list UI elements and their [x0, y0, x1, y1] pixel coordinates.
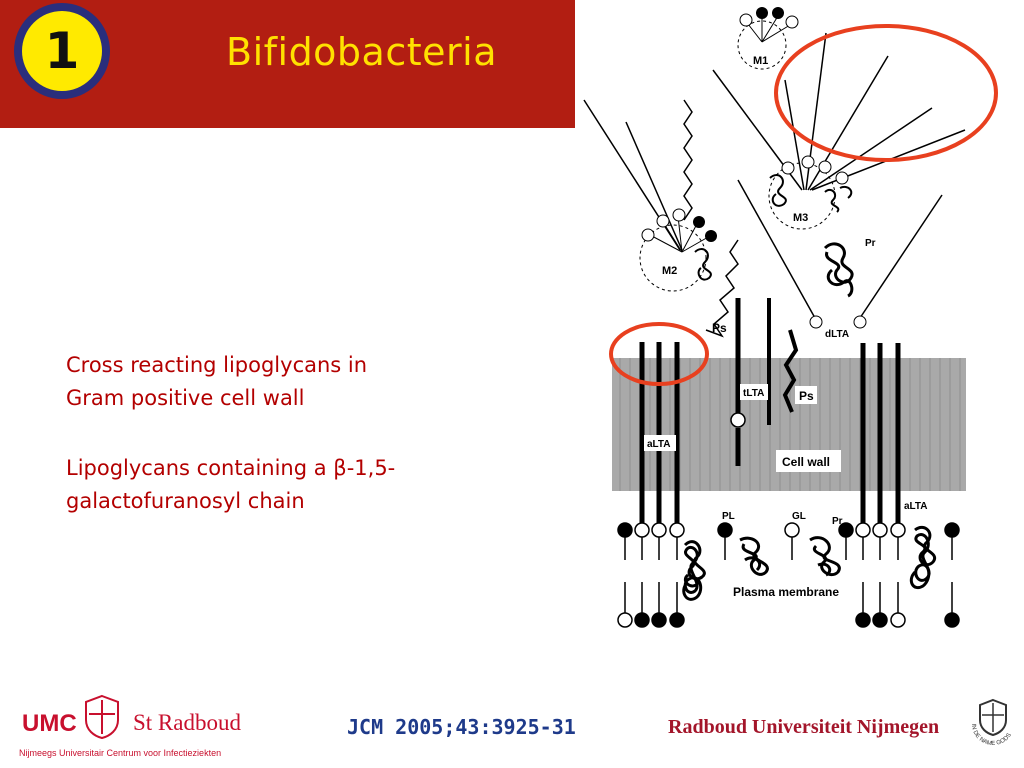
dlta-group: [737, 179, 943, 329]
label-ps-wall-box: [795, 386, 817, 404]
cell-wall-diagram: M1 M2 M3 Pr dLTA Ps tLTA Ps aLTA Cell wa…: [583, 7, 998, 628]
body-paragraph-2: Lipoglycans containing a β-1,5- galactof…: [66, 452, 506, 518]
tlta-chain: [730, 298, 771, 466]
body-line-1: Cross reacting lipoglycans in: [66, 353, 368, 377]
membrane-proteins: [682, 242, 937, 601]
m3-group: [712, 32, 966, 230]
university-seal-icon: IN DE NAME GODS: [970, 698, 1013, 747]
ps-upper-chain: [683, 99, 693, 221]
m2-group: [583, 99, 717, 292]
body-line-3-pre: Lipoglycans containing a: [66, 456, 334, 480]
umc-subtitle: Nijmeegs Universitair Centrum voor Infec…: [19, 748, 222, 758]
st-radboud-crest-icon: [85, 694, 119, 740]
label-tlta: tLTA: [743, 388, 764, 399]
label-alta-right: aLTA: [904, 501, 928, 512]
label-alta-left: aLTA: [647, 439, 671, 450]
alta-left-chains: [639, 342, 680, 525]
beta-symbol: β: [333, 456, 347, 480]
label-m3: M3: [793, 212, 808, 224]
umc-logo-text: UMC: [22, 710, 77, 737]
m1-group: [737, 7, 799, 70]
label-dlta: dLTA: [825, 329, 849, 340]
ps-wall-chain: [782, 329, 799, 413]
body-paragraph-1: Cross reacting lipoglycans in Gram posit…: [66, 349, 506, 415]
label-m1: M1: [753, 55, 768, 67]
label-alta-left-box: [644, 435, 676, 451]
label-ps-upper: Ps: [712, 321, 727, 335]
ps-lower-chain: [705, 239, 739, 338]
journal-reference: JCM 2005;43:3925-31: [347, 715, 576, 739]
slide-title: Bifidobacteria: [226, 30, 497, 74]
university-name: Radboud Universiteit Nijmegen: [668, 716, 940, 738]
body-line-2: Gram positive cell wall: [66, 386, 305, 410]
body-line-3: Lipoglycans containing a β-1,5-: [66, 452, 506, 485]
body-line-4: galactofuranosyl chain: [66, 489, 305, 513]
slide-number-badge: 1: [14, 3, 110, 99]
label-cell-wall-box: [776, 450, 841, 472]
label-tlta-box: [740, 384, 768, 400]
label-gl: GL: [792, 511, 806, 522]
label-pl: PL: [722, 511, 735, 522]
st-radboud-logo-text: St Radboud: [133, 710, 241, 735]
alta-right-chains: [860, 343, 901, 525]
title-banner: 1 Bifidobacteria: [0, 0, 575, 128]
highlight-ring-wall: [609, 322, 709, 386]
slide-number: 1: [22, 11, 102, 91]
membrane-lipids: [617, 522, 960, 628]
label-m2: M2: [662, 265, 677, 277]
label-cell-wall: Cell wall: [782, 455, 830, 469]
body-line-3-post: -1,5-: [346, 456, 396, 480]
label-plasma-membrane: Plasma membrane: [733, 585, 839, 599]
highlight-ring-top: [774, 24, 998, 162]
label-pr-bottom: Pr: [832, 516, 843, 527]
label-pr-top: Pr: [865, 238, 876, 249]
label-ps-wall: Ps: [799, 389, 814, 403]
